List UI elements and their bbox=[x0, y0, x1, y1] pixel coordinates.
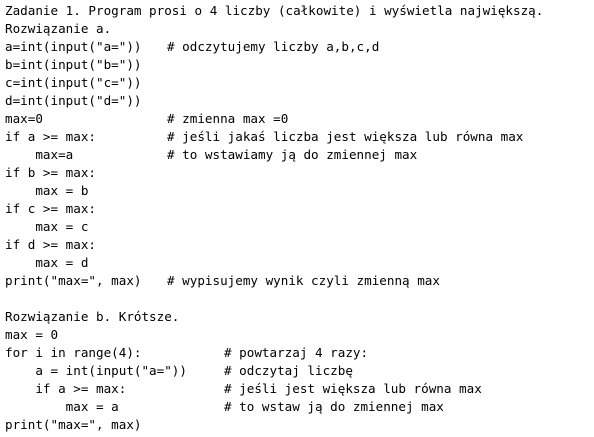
code-line: max = 0 bbox=[5, 326, 594, 344]
code-text: max = 0 bbox=[5, 327, 59, 342]
code-comment: # jeśli jakaś liczba jest większa lub ró… bbox=[167, 129, 524, 144]
code-comment: # zmienna max =0 bbox=[167, 111, 289, 126]
code-line: max = c bbox=[5, 218, 594, 236]
code-comment: # to wstaw ją do zmiennej max bbox=[224, 399, 444, 414]
code-text: print("max=", max) bbox=[5, 273, 142, 288]
code-text: print("max=", max) bbox=[5, 417, 142, 432]
code-line: if d >= max: bbox=[5, 236, 594, 254]
document-heading: Zadanie 1. Program prosi o 4 liczby (cał… bbox=[5, 3, 544, 18]
code-line: d=int(input("d=")) bbox=[5, 92, 594, 110]
section-a-title: Rozwiązanie a. bbox=[5, 21, 112, 36]
code-line: if a >= max: # jeśli jakaś liczba jest wi… bbox=[5, 128, 594, 146]
code-text: c=int(input("c=")) bbox=[5, 75, 142, 90]
code-text: if c >= max: bbox=[5, 201, 96, 216]
code-text: if d >= max: bbox=[5, 237, 96, 252]
code-text: for i in range(4): bbox=[5, 345, 142, 360]
code-text: if a >= max: bbox=[5, 129, 96, 144]
code-text: b=int(input("b=")) bbox=[5, 57, 142, 72]
spacer bbox=[5, 290, 594, 308]
code-line: max = a # to wstaw ją do zmiennej max bbox=[5, 398, 594, 416]
code-comment: # jeśli jest większa lub równa max bbox=[224, 381, 482, 396]
code-line: a = int(input("a=")) # odczytaj liczbę bbox=[5, 362, 594, 380]
code-line: max=0 # zmienna max =0 bbox=[5, 110, 594, 128]
code-line: print("max=", max) bbox=[5, 416, 594, 434]
code-line: if c >= max: bbox=[5, 200, 594, 218]
document: Zadanie 1. Program prosi o 4 liczby (cał… bbox=[5, 2, 594, 434]
code-text: max = b bbox=[5, 183, 89, 198]
code-comment: # to wstawiamy ją do zmiennej max bbox=[167, 147, 418, 162]
code-text: if b >= max: bbox=[5, 165, 96, 180]
code-text: max=0 bbox=[5, 111, 43, 126]
code-line: print("max=", max) # wypisujemy wynik czy… bbox=[5, 272, 594, 290]
code-line: max = b bbox=[5, 182, 594, 200]
code-text: max = a bbox=[5, 399, 119, 414]
code-line: max=a # to wstawiamy ją do zmiennej max bbox=[5, 146, 594, 164]
code-line: if a >= max: # jeśli jest większa lub rów… bbox=[5, 380, 594, 398]
code-comment: # wypisujemy wynik czyli zmienną max bbox=[167, 273, 440, 288]
code-line: if b >= max: bbox=[5, 164, 594, 182]
code-text: a=int(input("a=")) bbox=[5, 39, 142, 54]
code-line: b=int(input("b=")) bbox=[5, 56, 594, 74]
code-text: max = c bbox=[5, 219, 89, 234]
code-text: max=a bbox=[5, 147, 74, 162]
code-line: c=int(input("c=")) bbox=[5, 74, 594, 92]
code-text: d=int(input("d=")) bbox=[5, 93, 142, 108]
code-line: for i in range(4): # powtarzaj 4 razy: bbox=[5, 344, 594, 362]
code-text: max = d bbox=[5, 255, 89, 270]
code-comment: # odczytaj liczbę bbox=[224, 363, 353, 378]
section-b-title: Rozwiązanie b. Krótsze. bbox=[5, 309, 180, 324]
code-text: if a >= max: bbox=[5, 381, 127, 396]
code-line: max = d bbox=[5, 254, 594, 272]
code-text: a = int(input("a=")) bbox=[5, 363, 187, 378]
code-comment: # powtarzaj 4 razy: bbox=[224, 345, 369, 360]
code-line: a=int(input("a=")) # odczytujemy liczby a… bbox=[5, 38, 594, 56]
code-comment: # odczytujemy liczby a,b,c,d bbox=[167, 39, 380, 54]
